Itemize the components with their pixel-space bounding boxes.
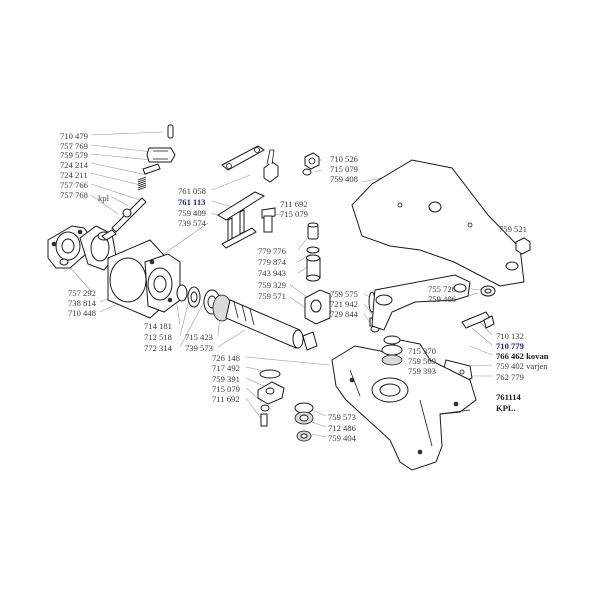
label-759391: 759 391 xyxy=(212,374,240,384)
label-715370: 715 370 xyxy=(408,346,436,356)
label-726148: 726 148 xyxy=(212,353,240,363)
label-717492: 717 492 xyxy=(212,363,240,373)
label-759329: 759 329 xyxy=(258,280,286,290)
label-759521: 759 521 xyxy=(499,224,527,234)
label-710479: 710 479 xyxy=(60,131,88,141)
top-brackets xyxy=(217,145,279,249)
label-724211: 724 211 xyxy=(60,170,88,180)
label-755726: 755 726 xyxy=(428,284,456,294)
label-739574: 739 574 xyxy=(178,218,206,228)
label-766462-kovan: 766 462 kovan xyxy=(496,351,549,361)
label-757768: 757 768 xyxy=(60,190,88,200)
label-759575: 759 575 xyxy=(330,289,358,299)
label-710132: 710 132 xyxy=(496,331,524,341)
steering-lever xyxy=(371,274,496,383)
label-759569: 759 569 xyxy=(408,356,436,366)
label-757769: 757 769 xyxy=(60,141,88,151)
label-759579: 759 579 xyxy=(60,150,88,160)
label-710448: 710 448 xyxy=(68,308,96,318)
label-714181: 714 181 xyxy=(144,321,172,331)
gearbox-housing xyxy=(331,335,477,471)
label-711692-top: 711 692 xyxy=(280,199,308,209)
label-757292: 757 292 xyxy=(68,288,96,298)
label-759406: 759 406 xyxy=(428,294,456,304)
label-710779: 710 779 xyxy=(496,341,524,351)
label-729844: 729 844 xyxy=(330,309,358,319)
label-761058: 761 058 xyxy=(178,186,206,196)
label-assembly-761114: 761114 xyxy=(496,392,521,402)
label-assembly-kpl: KPL. xyxy=(496,403,516,413)
label-kpl: kpl xyxy=(98,193,109,203)
label-724214: 724 214 xyxy=(60,160,88,170)
label-759402-varjen: 759 402 varjen xyxy=(496,361,548,371)
label-715079-bottom: 715 079 xyxy=(212,384,240,394)
label-779776: 779 776 xyxy=(258,246,286,256)
left-housing-assembly xyxy=(47,124,176,305)
label-712518: 712 518 xyxy=(144,332,172,342)
gearbox-input-assembly xyxy=(107,239,304,349)
label-759573: 759 573 xyxy=(328,412,356,422)
label-712486: 712 486 xyxy=(328,423,356,433)
spring-icon xyxy=(137,176,147,191)
label-757766: 757 766 xyxy=(60,180,88,190)
label-715079-mid: 715 079 xyxy=(280,209,308,219)
label-739573: 739 573 xyxy=(185,343,213,353)
label-715423: 715 423 xyxy=(185,332,213,342)
label-772314: 772 314 xyxy=(144,343,172,353)
label-759571: 759 571 xyxy=(258,291,286,301)
label-738814: 738 814 xyxy=(68,298,96,308)
label-762779: 762 779 xyxy=(496,372,524,382)
lower-bearing-parts xyxy=(257,369,314,442)
label-715079-top: 715 079 xyxy=(330,164,358,174)
label-721942: 721 942 xyxy=(330,299,358,309)
mounting-plate xyxy=(351,159,531,287)
label-779874: 779 874 xyxy=(258,257,286,267)
label-743943: 743 943 xyxy=(258,268,286,278)
label-711692-bottom: 711 692 xyxy=(212,394,240,404)
label-759404: 759 404 xyxy=(328,433,356,443)
label-759409: 759 409 xyxy=(178,208,206,218)
label-710526: 710 526 xyxy=(330,154,358,164)
label-761113: 761 113 xyxy=(178,197,206,207)
label-759408: 759 408 xyxy=(330,174,358,184)
label-759393: 759 393 xyxy=(408,366,436,376)
